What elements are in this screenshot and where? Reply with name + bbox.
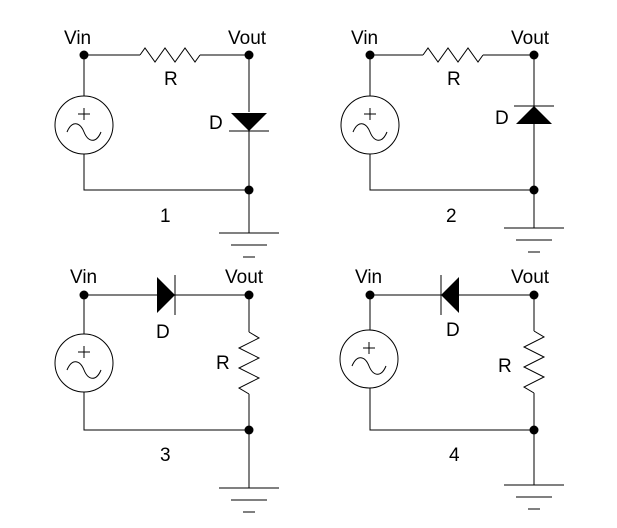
diode-symbol: [157, 275, 176, 315]
diode-label: D: [156, 322, 170, 343]
vout-label: Vout: [511, 28, 550, 49]
circuit-number: 4: [449, 445, 460, 466]
circuit-3: Vin Vout D R 3: [54, 267, 279, 513]
node-dot: [244, 290, 254, 300]
resistor-symbol: [422, 47, 484, 63]
circuit-4: Vin Vout D R 4: [339, 267, 564, 510]
circuit-number: 2: [446, 206, 457, 227]
resistor-label: R: [164, 69, 178, 90]
ground-icon: [219, 487, 279, 513]
node-dot: [79, 290, 89, 300]
wire: [369, 295, 534, 431]
diode-label: D: [495, 108, 509, 129]
ground-icon: [219, 232, 279, 258]
node-dot: [529, 185, 539, 195]
diode-symbol: [440, 275, 459, 315]
wire: [83, 55, 249, 191]
resistor-symbol: [139, 47, 201, 63]
circuit-number: 3: [160, 445, 171, 466]
wire: [369, 55, 534, 191]
vout-label: Vout: [228, 28, 267, 49]
ac-source-icon: [54, 95, 114, 155]
resistor-label: R: [216, 353, 230, 374]
node-dot: [79, 50, 89, 60]
circuit-2: Vin Vout R D 2: [340, 28, 564, 253]
resistor-label: R: [447, 69, 461, 90]
node-dot: [244, 425, 254, 435]
ground-icon: [504, 484, 564, 510]
vin-label: Vin: [355, 267, 382, 288]
diode-symbol: [514, 105, 554, 124]
vin-label: Vin: [70, 267, 97, 288]
ground-icon: [504, 227, 564, 253]
wire: [83, 295, 249, 431]
vout-label: Vout: [225, 267, 264, 288]
resistor-label: R: [498, 356, 512, 377]
circuit-number: 1: [160, 206, 171, 227]
circuit-1: Vin Vout R D 1: [54, 28, 279, 258]
node-dot: [244, 185, 254, 195]
node-dot: [365, 290, 375, 300]
ac-source-icon: [340, 95, 400, 155]
node-dot: [529, 50, 539, 60]
node-dot: [529, 425, 539, 435]
resistor-symbol: [237, 331, 261, 395]
vin-label: Vin: [351, 28, 378, 49]
node-dot: [365, 50, 375, 60]
node-dot: [244, 50, 254, 60]
ac-source-icon: [54, 333, 114, 393]
diode-label: D: [209, 113, 223, 134]
node-dot: [529, 290, 539, 300]
vin-label: Vin: [64, 28, 91, 49]
resistor-symbol: [522, 330, 546, 394]
diode-symbol: [229, 113, 269, 132]
ac-source-icon: [339, 329, 399, 389]
diode-label: D: [446, 320, 460, 341]
vout-label: Vout: [511, 267, 550, 288]
